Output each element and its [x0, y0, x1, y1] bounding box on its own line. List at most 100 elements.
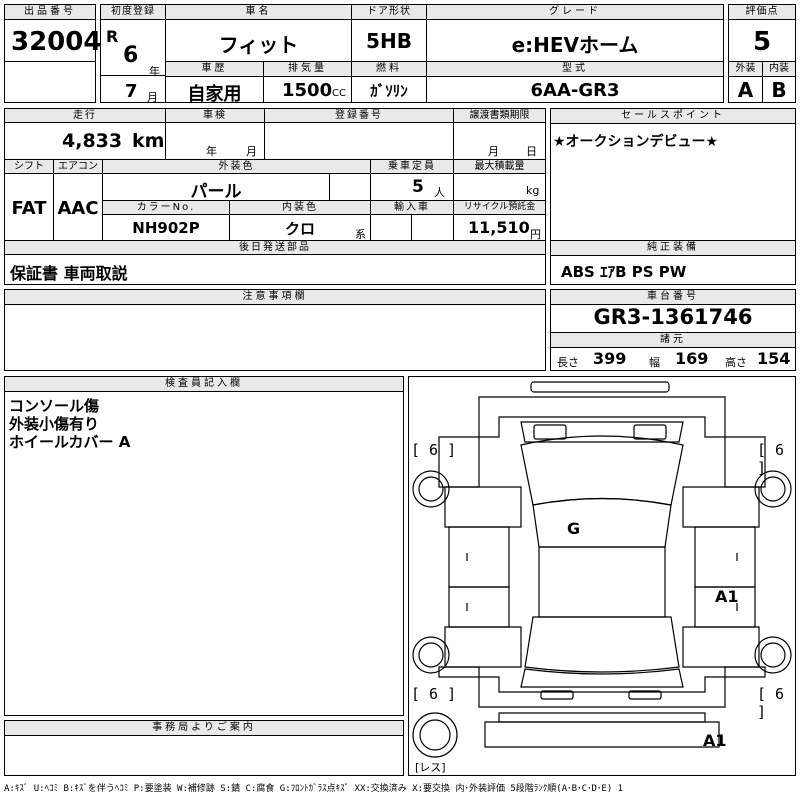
tire-front-left: [ 6 ]: [411, 441, 457, 459]
tire-rear-right: [ 6 ]: [757, 685, 785, 721]
mark-glass: G: [567, 519, 581, 538]
mileage-value: 4,833: [62, 130, 123, 152]
sales-text: ★オークションデビュー★: [553, 134, 719, 150]
shift-label: シフト: [4, 159, 54, 174]
colorno-label: カラーNo.: [102, 200, 230, 215]
office-box: 事務局よりご案内: [4, 720, 404, 776]
color-value: パール: [190, 182, 242, 202]
recycle-label: リサイクル預託金: [453, 200, 546, 215]
name-label: 車名: [166, 5, 351, 20]
history-label: 車歴: [166, 62, 263, 77]
fuel-value: ｶﾞｿﾘﾝ: [370, 82, 408, 100]
ac-label: エアコン: [53, 159, 103, 174]
shaken-month-unit: 月: [246, 145, 257, 158]
import-cell-b: [411, 214, 454, 241]
import-cell-a: [370, 214, 412, 241]
car-diagram: [412, 381, 792, 758]
score-label: 評価点: [729, 5, 795, 20]
mark-rear: A1: [703, 731, 727, 750]
load-cell: [453, 173, 546, 201]
wid-value: 169: [675, 349, 709, 368]
hgt-value: 154: [757, 349, 791, 368]
colorno-value: NH902P: [132, 219, 200, 237]
transfer-label: 譲渡書類期限: [453, 108, 546, 123]
int-value: B: [771, 78, 787, 102]
transfer-month: 月: [488, 145, 499, 158]
reg-month-unit: 月: [147, 91, 158, 104]
model-label: 型式: [427, 62, 723, 77]
transfer-day: 日: [526, 145, 537, 158]
disp-unit: CC: [332, 88, 346, 99]
later-value: 保証書 車両取説: [10, 264, 128, 283]
spare-tire-label: [レス]: [415, 761, 446, 774]
len-label: 長さ: [557, 356, 579, 369]
load-label: 最大積載量: [453, 159, 546, 174]
diagram-box: [ 6 ] [ 6 ] [ 6 ] [ 6 ] G A1 A1 [レス]: [408, 376, 796, 776]
wid-label: 幅: [649, 356, 660, 369]
recycle-unit: 円: [530, 228, 541, 241]
hgt-label: 高さ: [725, 356, 747, 369]
later-label: 後日発送部品: [4, 240, 546, 255]
intcolor-unit: 系: [355, 228, 366, 241]
model-box: 型式 6AA-GR3: [426, 61, 724, 103]
equip-label: 純正装備: [551, 241, 795, 256]
seats-unit: 人: [434, 186, 445, 199]
ext-value: A: [737, 78, 754, 102]
legend: A:ｷｽﾞ U:ﾍｺﾐ B:ｷｽﾞを伴うﾍｺﾐ P:要塗装 W:補修跡 S:錆 …: [4, 784, 624, 794]
int-box: 内装 B: [762, 61, 796, 103]
shaken-year-unit: 年: [206, 145, 217, 158]
disp-value: 1500: [282, 80, 333, 101]
fuel-box: 燃料 ｶﾞｿﾘﾝ: [351, 61, 427, 103]
plate-label: 登録番号: [264, 108, 454, 123]
seats-label: 乗車定員: [370, 159, 454, 174]
fuel-label: 燃料: [352, 62, 426, 77]
first-reg-label: 初度登録: [101, 5, 165, 20]
shift-value: FAT: [11, 198, 47, 219]
sales-label: セールスポイント: [551, 109, 795, 124]
lot-number: 32004: [11, 27, 102, 57]
reg-year-unit: 年: [149, 65, 160, 78]
first-reg-box: 初度登録 R 6 年 7 月: [100, 4, 166, 104]
intcolor-value: クロ: [284, 220, 315, 238]
grade-label: グレード: [427, 5, 723, 20]
shift-cell: [4, 173, 54, 241]
grade-box: グレード e:HEVホーム: [426, 4, 724, 62]
model-value: 6AA-GR3: [530, 80, 620, 101]
chassis-value: GR3-1361746: [593, 305, 753, 329]
tire-rear-left: [ 6 ]: [411, 685, 457, 703]
name-box: 車名 フィット: [165, 4, 352, 62]
equip-box: 純正装備 ABS ｴｱB PS PW: [550, 240, 796, 285]
int-label: 内装: [763, 62, 795, 77]
intcolor-label: 内装色: [229, 200, 371, 215]
mark-side-right: A1: [715, 587, 739, 606]
len-value: 399: [593, 349, 627, 368]
plate-cell: [264, 122, 454, 160]
inspector-box: 検査員記入欄 コンソール傷 外装小傷有り ホイールカバー A: [4, 376, 404, 716]
lot-label: 出品番号: [5, 5, 95, 20]
ac-value: AAC: [57, 198, 99, 219]
seats-cell: [370, 173, 454, 201]
tire-front-right: [ 6 ]: [757, 441, 785, 477]
era: R: [106, 27, 119, 46]
history-box: 車歴 自家用: [165, 61, 264, 105]
mileage-unit: km: [132, 130, 165, 152]
grade-value: e:HEVホーム: [511, 33, 639, 57]
car-name: フィット: [218, 33, 299, 57]
import-label: 輸入車: [370, 200, 454, 215]
inspector-line-3: ホイールカバー A: [9, 433, 131, 451]
door-box: ドア形状 5HB: [351, 4, 427, 62]
reg-month: 7: [125, 81, 138, 102]
disp-label: 排気量: [264, 62, 351, 77]
mileage-label: 走行: [4, 108, 166, 123]
office-label: 事務局よりご案内: [5, 721, 403, 736]
color-cell: [102, 173, 330, 201]
color-label: 外装色: [102, 159, 371, 174]
equip-text: ABS ｴｱB PS PW: [561, 263, 687, 281]
load-unit: kg: [526, 184, 540, 197]
score-value: 5: [752, 27, 772, 57]
reg-year: 6: [123, 43, 139, 68]
door-value: 5HB: [366, 29, 412, 53]
ac-cell: [53, 173, 103, 241]
notes-label: 注意事項欄: [5, 290, 545, 305]
disp-box: 排気量 1500 CC: [263, 61, 352, 103]
